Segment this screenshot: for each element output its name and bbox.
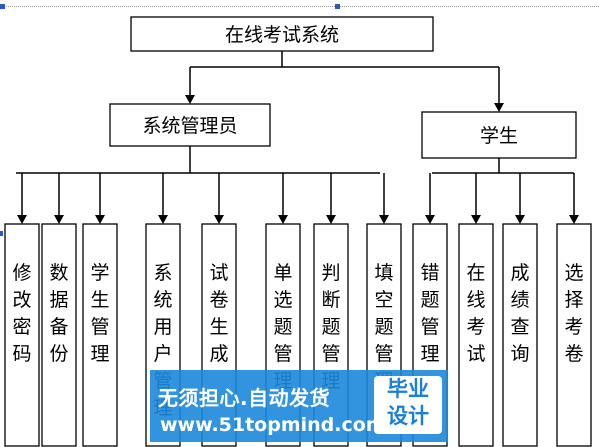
group-0-node-box [109, 103, 271, 147]
group-1-leaf-1-arrowhead [471, 215, 481, 224]
group-0-leaf-2-box [82, 223, 118, 447]
root-node-label: 在线考试系统 [225, 24, 339, 46]
group-0-leaf-5-label: 单选题管理 [273, 262, 292, 392]
group-1-leaf-1-box [458, 223, 494, 447]
watermark-banner: 无须担心.自动发货 www.51topmind.com 毕业 设计 [150, 370, 448, 442]
watermark-badge-top: 毕业 [387, 377, 429, 401]
group-0-leaf-1-label: 数据备份 [49, 262, 68, 365]
group-0-leaf-4-arrowhead [214, 215, 224, 224]
group-1-node-label: 学生 [480, 125, 518, 147]
group-0-leaf-3-arrowhead [158, 215, 168, 224]
group-1-leaf-2-arrowhead [515, 215, 525, 224]
group-1-leaf-2-box [502, 223, 538, 447]
group-0-leaf-1-box [41, 223, 77, 447]
group-1-leaf-0-arrowhead [425, 215, 435, 224]
page-top-border [0, 6, 599, 7]
group-0-leaf-1-arrowhead [54, 215, 64, 224]
group-0-node-label: 系统管理员 [142, 115, 237, 137]
selection-handle-left[interactable] [0, 4, 5, 9]
group-0-leaf-0-box [4, 223, 40, 447]
group-1-incoming-arrowhead [494, 103, 504, 112]
group-0-leaf-4-label: 试卷生成 [209, 262, 228, 365]
group-0-leaf-7-arrowhead [379, 215, 389, 224]
group-1-leaf-3-box [556, 223, 592, 447]
group-1-leaf-3-label: 选择考卷 [564, 262, 583, 365]
selection-handle-middle[interactable] [335, 4, 340, 9]
watermark-badge: 毕业 设计 [374, 376, 442, 434]
group-0-leaf-2-arrowhead [95, 215, 105, 224]
group-1-leaf-3-arrowhead [569, 215, 579, 224]
watermark-slogan: 无须担心.自动发货 [158, 386, 331, 410]
group-1-leaf-0-label: 错题管理 [420, 262, 439, 365]
group-0-leaf-6-arrowhead [326, 215, 336, 224]
selection-handle-side[interactable] [0, 231, 3, 236]
group-0-leaf-5-arrowhead [278, 215, 288, 224]
group-1-leaf-2-label: 成绩查询 [510, 262, 529, 365]
watermark-url: www.51topmind.com [160, 414, 386, 436]
group-0-leaf-0-arrowhead [17, 215, 27, 224]
group-0-leaf-2-label: 学生管理 [90, 262, 109, 365]
group-0-incoming-arrowhead [185, 95, 195, 104]
watermark-badge-bottom: 设计 [387, 404, 429, 428]
group-0-leaf-0-label: 修改密码 [12, 262, 31, 365]
group-1-leaf-1-label: 在线考试 [466, 262, 485, 365]
